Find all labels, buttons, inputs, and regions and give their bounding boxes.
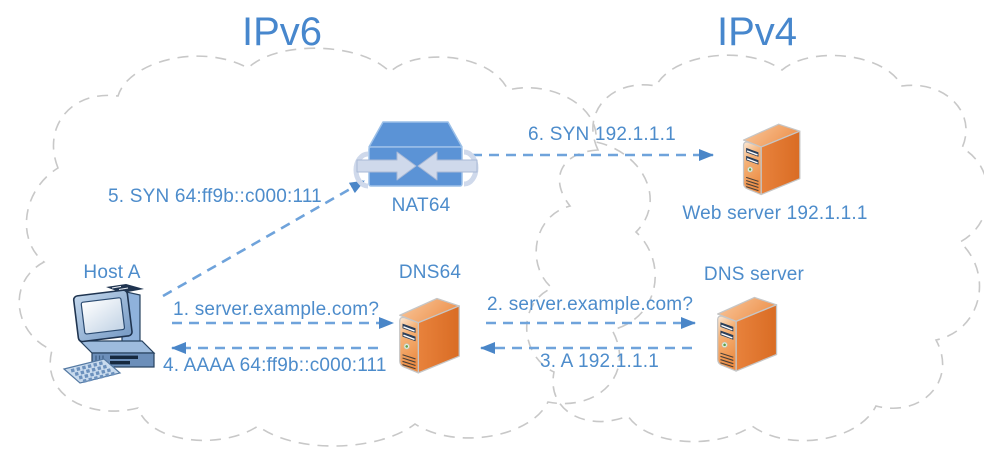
message-5-label: 5. SYN 64:ff9b::c000:111 [108, 186, 322, 207]
host-a-label: Host A [83, 262, 141, 283]
ipv4-cloud-outline [525, 54, 984, 443]
dns-server-label: DNS server [703, 264, 805, 285]
nat64-label: NAT64 [391, 195, 451, 216]
message-1-label: 1. server.example.com? [173, 299, 380, 320]
dns-server-tower-server-icon [716, 296, 778, 372]
arrow-message-5 [162, 179, 365, 298]
ipv4-title: IPv4 [716, 10, 798, 54]
web-server-tower-server-icon [742, 123, 801, 196]
nat64-network-switch-icon [353, 121, 479, 189]
message-4-label: 4. AAAA 64:ff9b::c000:111 [163, 355, 387, 376]
message-2-label: 2. server.example.com? [487, 294, 694, 315]
ipv6-title: IPv6 [241, 10, 323, 54]
host-a-desktop-computer-icon [62, 284, 156, 384]
message-6-label: 6. SYN 192.1.1.1 [528, 124, 676, 145]
dns64-label: DNS64 [398, 262, 462, 283]
dns64-tower-server-icon [398, 297, 460, 374]
ipv6-cloud-outline [18, 47, 656, 447]
web-server-label: Web server 192.1.1.1 [682, 203, 868, 224]
message-3-label: 3. A 192.1.1.1 [540, 351, 660, 372]
